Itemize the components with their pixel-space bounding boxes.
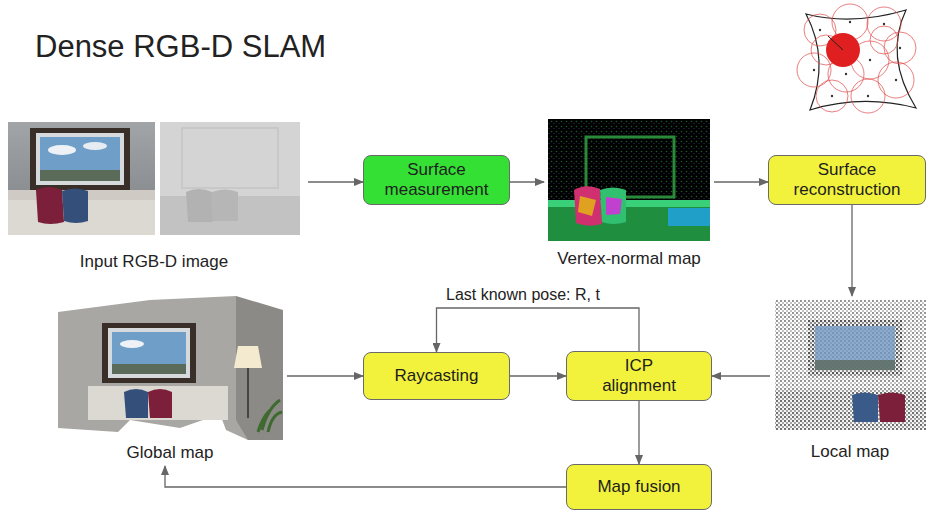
depth-image-part — [186, 189, 213, 222]
local-map — [775, 300, 926, 430]
rgb-image-part — [36, 187, 64, 224]
local-map-part — [852, 393, 878, 423]
image-panel: Global map — [55, 295, 285, 463]
image-panel: Vertex-normal map — [548, 119, 710, 269]
box-label: ICP alignment — [593, 356, 685, 395]
process-box: ICP alignment — [566, 351, 712, 401]
surfel-sketch-part-part — [849, 21, 851, 23]
vertex-normal-map-part — [574, 186, 602, 226]
surfel-sketch-part-part — [883, 23, 885, 25]
surfel-sketch-part-part — [895, 79, 897, 81]
surfel-sketch-part-part — [813, 69, 815, 71]
edge-label: Last known pose: R, t — [444, 286, 602, 304]
flow-arrow — [851, 205, 852, 296]
rgb-image-part — [8, 122, 155, 235]
process-box: Surface measurement — [363, 155, 510, 205]
rgb-image-part — [40, 170, 120, 181]
surfel-sketch-part — [826, 33, 860, 67]
surfel-sketch-part-part — [845, 73, 847, 75]
flow-arrow — [510, 375, 566, 376]
local-map-part — [808, 320, 902, 376]
rgb-image-part — [36, 133, 124, 185]
surfel-sketch-part — [806, 10, 916, 110]
rgb-image-part — [30, 128, 130, 190]
local-map-part — [878, 393, 905, 423]
global-map-part — [148, 389, 172, 418]
flow-arrow — [510, 181, 544, 182]
surfel-sketch-part — [797, 4, 916, 113]
surfel-sketch-part-part — [831, 95, 833, 97]
surfel-sketch-part — [813, 21, 901, 97]
process-box: Map fusion — [566, 464, 712, 510]
image-caption: Global map — [125, 443, 216, 463]
surfel-sketch-part-part — [869, 59, 871, 61]
image-caption: Local map — [809, 442, 891, 462]
box-label: Raycasting — [394, 366, 478, 386]
local-map-part — [775, 300, 926, 430]
process-box: Surface reconstruction — [768, 155, 926, 205]
box-label: Surface measurement — [377, 160, 497, 199]
rgb-image — [8, 122, 155, 235]
vertex-normal-map-part — [586, 137, 674, 197]
surfel-sketch-part-part — [870, 26, 898, 54]
global-map — [58, 296, 283, 440]
diagram-title: Dense RGB-D SLAM — [35, 29, 326, 65]
local-map-part — [815, 360, 895, 370]
surfel-sketch-part-part — [899, 47, 901, 49]
depth-image-part — [160, 122, 300, 235]
vertex-normal-map-part — [548, 200, 710, 208]
process-box: Raycasting — [363, 352, 510, 400]
rgb-image-part — [62, 189, 88, 224]
image-panel: Input RGB-D image — [8, 122, 300, 272]
surfel-sketch-part-part — [797, 53, 831, 87]
vertex-normal-map — [548, 119, 710, 241]
image-panel: Local map — [774, 300, 926, 462]
global-map-part — [247, 368, 249, 418]
rgb-image-part — [40, 137, 120, 181]
rgb-image-part — [83, 142, 107, 150]
image-caption: Vertex-normal map — [555, 249, 703, 269]
vertex-normal-map-part — [606, 197, 622, 215]
image-caption: Input RGB-D image — [78, 252, 230, 272]
global-map-part — [58, 296, 283, 440]
surfel-sketch — [797, 4, 916, 113]
surfel-sketch-part-part — [867, 7, 901, 41]
flow-arrow — [714, 181, 768, 182]
global-map-part — [102, 323, 196, 383]
vertex-normal-map-part — [548, 207, 710, 241]
global-map-part — [108, 328, 190, 378]
global-map-part — [112, 332, 186, 374]
global-map-part — [234, 346, 262, 368]
global-map-part — [120, 340, 144, 348]
vertex-normal-map-part — [578, 196, 596, 216]
surfel-sketch-part-part — [867, 95, 869, 97]
global-map-part — [88, 386, 228, 420]
flow-arrow — [437, 308, 640, 352]
surfel-sketch-part — [828, 36, 843, 50]
box-label: Map fusion — [597, 477, 680, 497]
vertex-normal-map-part — [668, 208, 710, 226]
rgb-image-part — [48, 145, 76, 155]
global-map-part — [112, 364, 186, 374]
depth-image — [160, 122, 300, 235]
flow-arrow — [165, 466, 566, 487]
global-map-part — [258, 400, 282, 432]
flow-arrow — [287, 375, 363, 376]
flow-arrow — [638, 401, 639, 464]
depth-image-part — [182, 128, 278, 188]
local-map-part — [775, 390, 926, 430]
box-label: Surface reconstruction — [782, 160, 912, 199]
global-map-part — [124, 389, 148, 418]
surfel-sketch-part-part — [851, 79, 885, 113]
surfel-sketch-part-part — [819, 29, 821, 31]
flow-arrow — [308, 181, 363, 182]
vertex-normal-map-part — [600, 188, 626, 225]
flow-arrow — [712, 375, 770, 376]
surfel-sketch-part-part — [878, 62, 914, 98]
local-map-part — [815, 326, 895, 370]
depth-image-part — [212, 190, 238, 222]
vertex-normal-map-part — [548, 119, 710, 241]
